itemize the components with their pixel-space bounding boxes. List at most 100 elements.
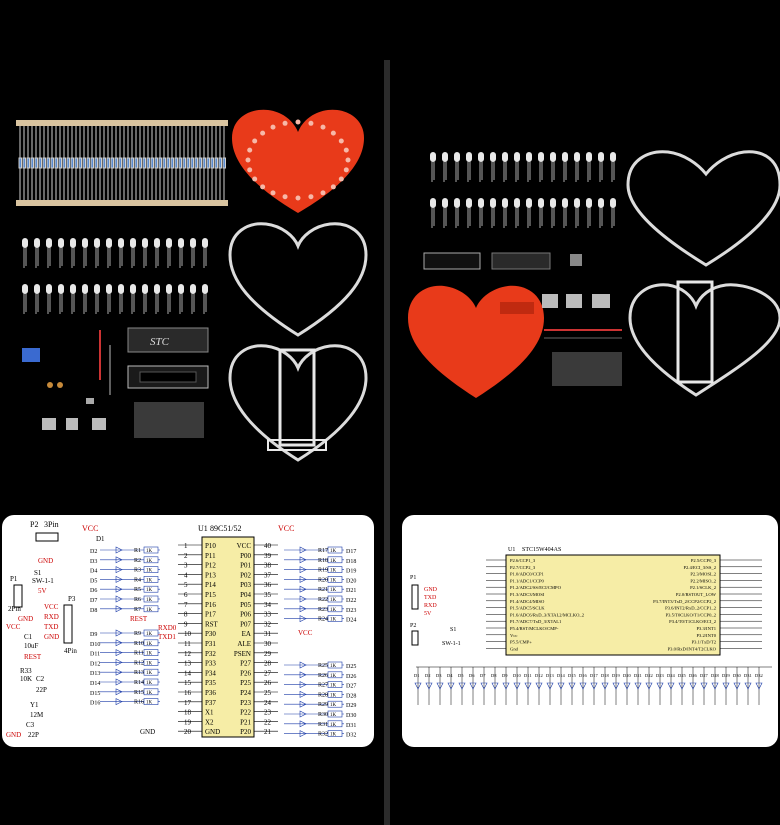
resistor-value: 1K [146, 701, 153, 706]
resistor-body [166, 157, 170, 169]
txd1-label: TXD1 [158, 633, 176, 641]
led [610, 152, 616, 162]
led-symbol [115, 629, 123, 637]
led-symbol [491, 682, 499, 690]
gnd-label-4: GND [44, 633, 59, 641]
resistor-body [86, 157, 90, 169]
resistor-value: 1K [330, 578, 337, 583]
led-symbol [535, 682, 543, 690]
txd-label: TXD [44, 623, 58, 631]
led [514, 198, 520, 208]
gnd-label-3: GND [6, 731, 21, 739]
led-symbol [678, 682, 686, 690]
pcb-pad [282, 120, 288, 126]
resistor-body [118, 157, 122, 169]
ic-socket [423, 252, 481, 270]
chip-pin-number: 25 [264, 689, 272, 697]
led-symbol [299, 671, 307, 679]
resistor-body [178, 157, 182, 169]
pin4-label: 4Pin [64, 647, 77, 655]
resistor-label: R19 [318, 568, 328, 574]
mcu-chip-body [505, 554, 721, 656]
resistor-body [114, 157, 118, 169]
led [142, 284, 148, 294]
resistor-label: R30 [318, 712, 328, 718]
chip-pin-number: 4 [184, 571, 188, 579]
led-symbol [722, 682, 730, 690]
led [82, 238, 88, 248]
led [442, 198, 448, 208]
resistor-label: R22 [318, 597, 328, 603]
resistor-label: R12 [134, 660, 144, 666]
pcb-pad [338, 176, 344, 182]
resistor-body [170, 157, 174, 169]
s1-label: S1 [34, 569, 42, 577]
chip-pin-label: P05 [240, 601, 251, 609]
resistor-label: R11 [134, 651, 144, 657]
led-symbol [299, 566, 307, 574]
right-kit-photo [392, 0, 780, 825]
resistor-value: 1K [146, 681, 153, 686]
chip-pin-number: 5 [184, 581, 188, 589]
diode-label: D19 [346, 569, 356, 575]
resistor-body [58, 157, 62, 169]
chip-pin-label: VCC [237, 542, 252, 550]
led-symbol [299, 546, 307, 554]
resistor-body [62, 157, 66, 169]
gnd-label: GND [38, 557, 53, 565]
led [490, 152, 496, 162]
diode-label: D5 [90, 578, 97, 584]
chip-pin-label: P2.4/ECI_3/SS_2 [683, 565, 716, 570]
c3-label: C3 [26, 721, 35, 729]
led [430, 152, 436, 162]
chip-pin-label: P13 [205, 571, 216, 579]
pcb-pad [343, 147, 349, 153]
diode-label: D32 [346, 733, 356, 739]
led-symbol [568, 682, 576, 690]
resistor-label: R14 [134, 680, 144, 686]
led-symbol [546, 682, 554, 690]
led-label: D27 [700, 673, 708, 678]
led [538, 152, 544, 162]
p1-connector [13, 584, 23, 608]
mcu-chip-body [201, 536, 255, 738]
resistor-value: 1K [330, 693, 337, 698]
clear-heart-stand [228, 344, 368, 462]
resistor-symbol [327, 566, 343, 573]
resistor-value: 1K [330, 664, 337, 669]
u1-label: U1 [508, 547, 515, 553]
led-label: D13 [546, 673, 554, 678]
resistor-body [82, 157, 86, 169]
diode-label: D25 [346, 664, 356, 670]
resistor-body [190, 157, 194, 169]
chip-pin-number: 24 [264, 699, 272, 707]
chip-pin-number: 12 [184, 650, 192, 658]
vcc-label-2: VCC [6, 623, 21, 631]
left-schematic-diagram: P2 3Pin U1 89C51/52 VCC VCC D1 GND S1 SW… [6, 520, 356, 739]
chip-pin-label: P24 [240, 689, 251, 697]
led-label: D28 [711, 673, 719, 678]
resistor-tape [16, 120, 228, 206]
p2-label: P2 [30, 520, 38, 529]
chip-pin-label: P30 [205, 630, 216, 638]
c2-label: C2 [36, 675, 45, 683]
resistor-symbol [143, 639, 159, 647]
chip-pin-label: P3.6/INT2/RxD_2/CCP1_2 [665, 606, 717, 611]
chip-pin-label: P33 [205, 660, 216, 668]
resistor-label: R15 [134, 690, 144, 696]
resistor-body [46, 157, 50, 169]
mcu-chip [491, 252, 551, 270]
p3-label: P3 [68, 595, 76, 603]
resistor-value: 1K [330, 684, 337, 689]
resistor-symbol [143, 605, 159, 613]
resistor-body [186, 157, 190, 169]
resistor-value: 1K [146, 598, 153, 603]
chip-name: STC15W404AS [522, 547, 561, 553]
resistor-value: 1K [330, 703, 337, 708]
resistor-body [34, 157, 38, 169]
resistor-body [110, 157, 114, 169]
led-label: D21 [634, 673, 642, 678]
resistor-value: 1K [146, 632, 153, 637]
resistor-label: R3 [134, 568, 141, 574]
chip-pin-label: P2.0/RSTOUT_LOW [676, 592, 717, 597]
